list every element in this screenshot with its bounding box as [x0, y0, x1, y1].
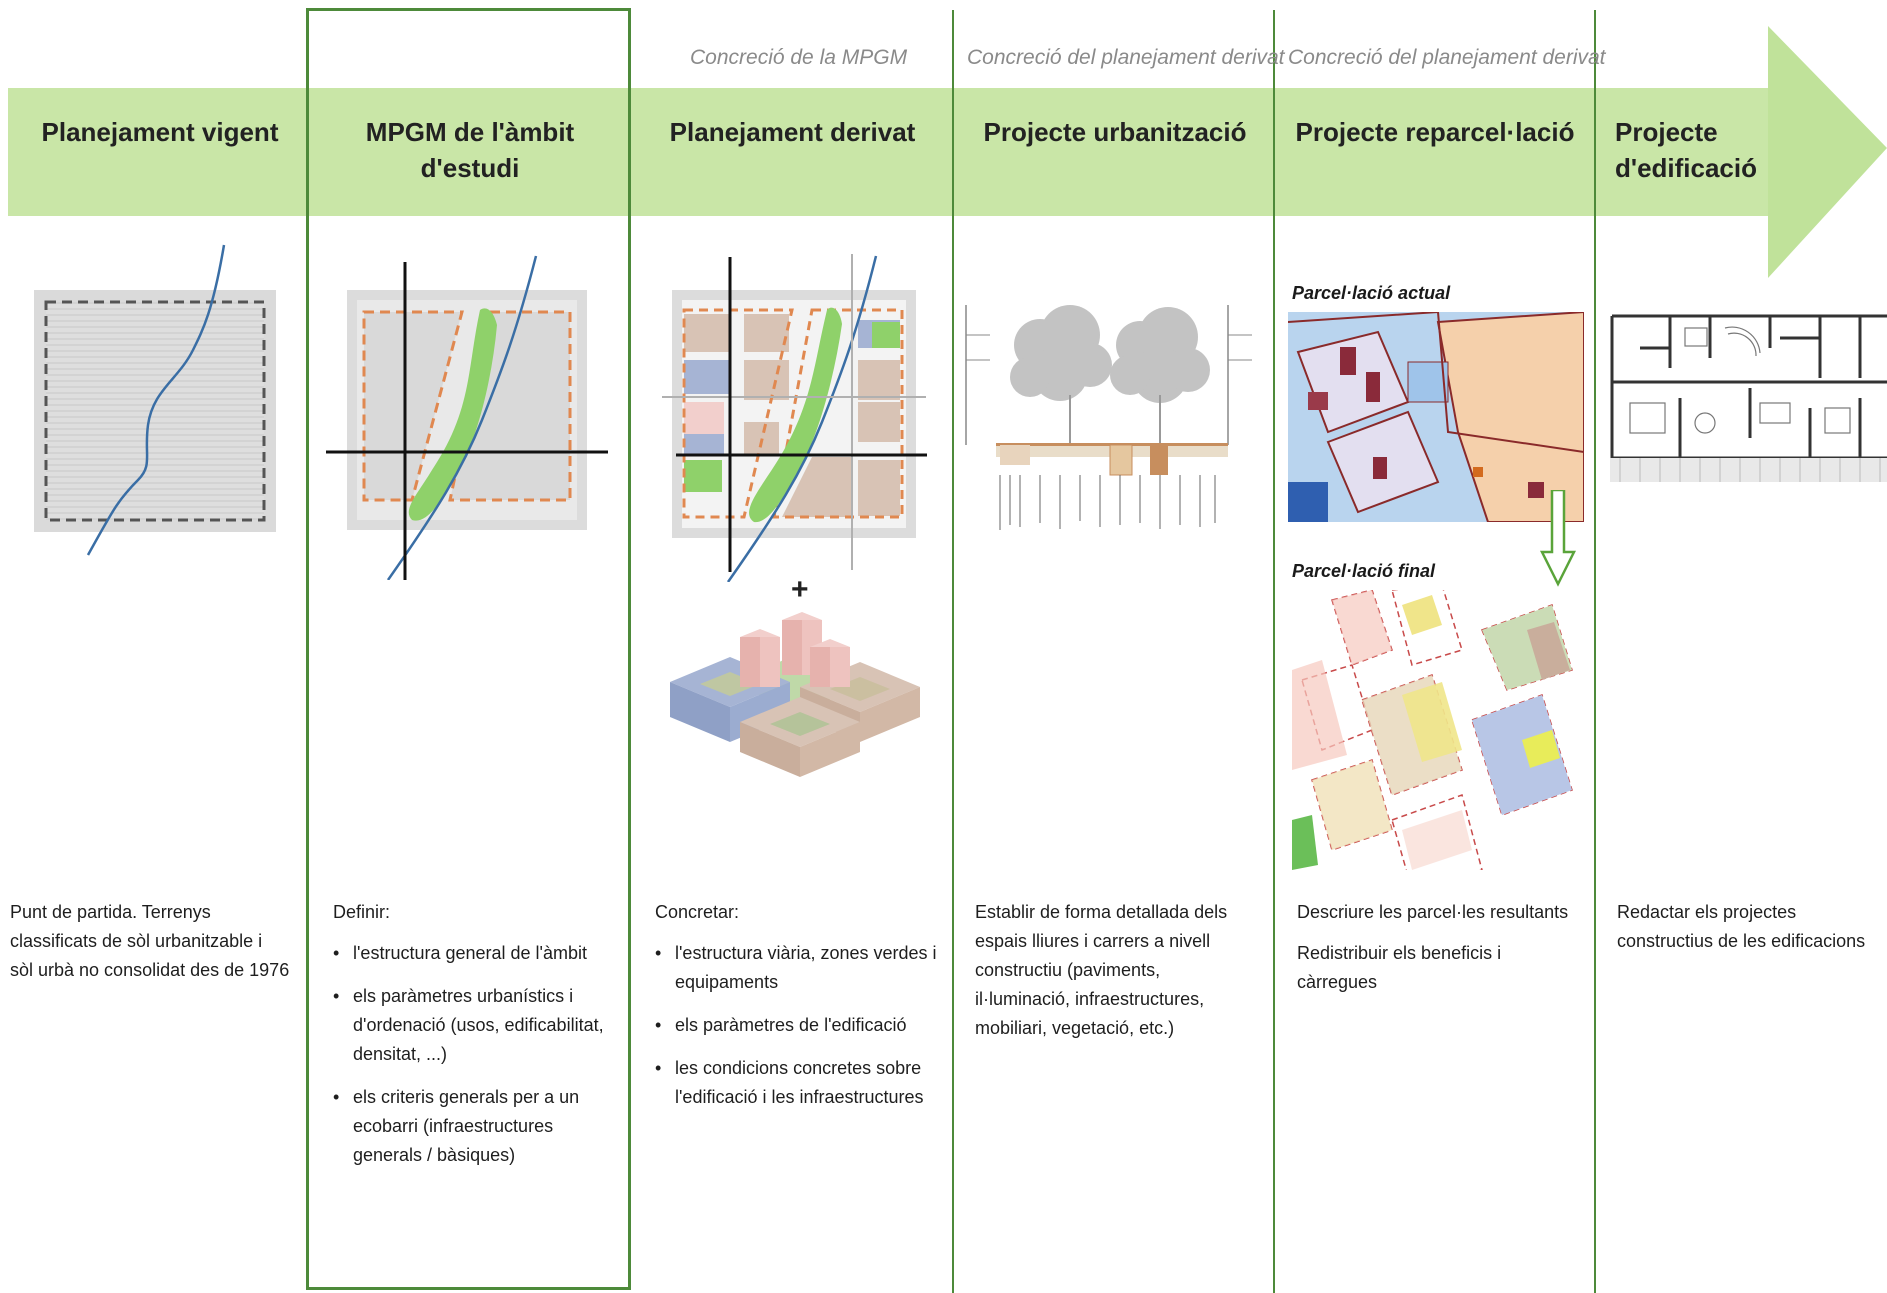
- stage-subtitle: Concreció de la MPGM: [690, 46, 908, 69]
- stage-description-projecte-reparcelacio: Descriure les parcel·les resultants Redi…: [1297, 898, 1577, 1009]
- stage-title-planejament-derivat: Planejament derivat: [669, 117, 916, 147]
- stage-title-projecte-reparcelacio: Projecte reparcel·lació: [1295, 117, 1575, 147]
- planejament-derivat-map: [662, 254, 927, 582]
- description-bullet: l'estructura general de l'àmbit: [333, 939, 623, 968]
- stage-subtitle: Concreció del planejament derivat: [1288, 46, 1606, 69]
- column-divider: [1273, 10, 1275, 1293]
- map-label-parcelacio-actual: Parcel·lació actual: [1292, 283, 1451, 303]
- description-intro: Definir:: [333, 902, 391, 922]
- edificacio-floor-plan: [1610, 308, 1887, 488]
- description-bullet: les condicions concretes sobre l'edifica…: [655, 1054, 940, 1112]
- stage-title-mpgm: MPGM de l'àmbit d'estudi: [365, 117, 575, 183]
- description-bullet: els paràmetres de l'edificació: [655, 1011, 940, 1040]
- description-paragraph: Redactar els projectes constructius de l…: [1617, 902, 1866, 951]
- parcelacio-final-map: [1292, 590, 1584, 870]
- stage-subtitle: Concreció del planejament derivat: [967, 46, 1285, 69]
- description-bullet: els criteris generals per a un ecobarri …: [333, 1083, 623, 1170]
- arrow-head: [1768, 26, 1887, 278]
- stage-description-projecte-edificacio: Redactar els projectes constructius de l…: [1617, 898, 1882, 968]
- mpgm-structure-illustration: [326, 255, 608, 580]
- arrow-body: [8, 88, 1768, 216]
- description-paragraph: Descriure les parcel·les resultants: [1297, 902, 1569, 922]
- stage-title-projecte-edificacio: Projecte d'edificació: [1615, 117, 1757, 183]
- description-paragraph: Redistribuir els beneficis i càrregues: [1297, 943, 1502, 992]
- planejament-vigent-illustration: [34, 244, 276, 556]
- column-divider: [952, 10, 954, 1293]
- description-bullet: els paràmetres urbanístics i d'ordenació…: [333, 982, 623, 1069]
- description-bullet: l'estructura viària, zones verdes i equi…: [655, 939, 940, 997]
- process-arrow: [8, 26, 1887, 278]
- stage-title-planejament-vigent: Planejament vigent: [41, 117, 279, 147]
- plus-sign: +: [791, 573, 809, 606]
- parcelacio-actual-map: [1288, 312, 1584, 522]
- description-paragraph: Punt de partida. Terrenys classificats d…: [10, 902, 290, 980]
- map-label-parcelacio-final: Parcel·lació final: [1292, 561, 1436, 581]
- urbanitzacio-section-drawing: [965, 305, 1252, 530]
- highlighted-column-frame: [306, 8, 631, 1290]
- stage-description-planejament-vigent: Punt de partida. Terrenys classificats d…: [10, 898, 290, 997]
- stage-description-mpgm: Definir: l'estructura general de l'àmbit…: [333, 898, 623, 1184]
- stage-description-planejament-derivat: Concretar: l'estructura viària, zones ve…: [655, 898, 940, 1126]
- description-intro: Concretar:: [655, 902, 740, 922]
- stage-title-projecte-urbanitzacio: Projecte urbanització: [983, 117, 1247, 147]
- column-divider: [1594, 10, 1596, 1293]
- isometric-buildings-illustration: [670, 612, 920, 777]
- green-down-arrow: [1540, 490, 1576, 587]
- description-paragraph: Establir de forma detallada dels espais …: [975, 902, 1228, 1038]
- stage-description-projecte-urbanitzacio: Establir de forma detallada dels espais …: [975, 898, 1260, 1055]
